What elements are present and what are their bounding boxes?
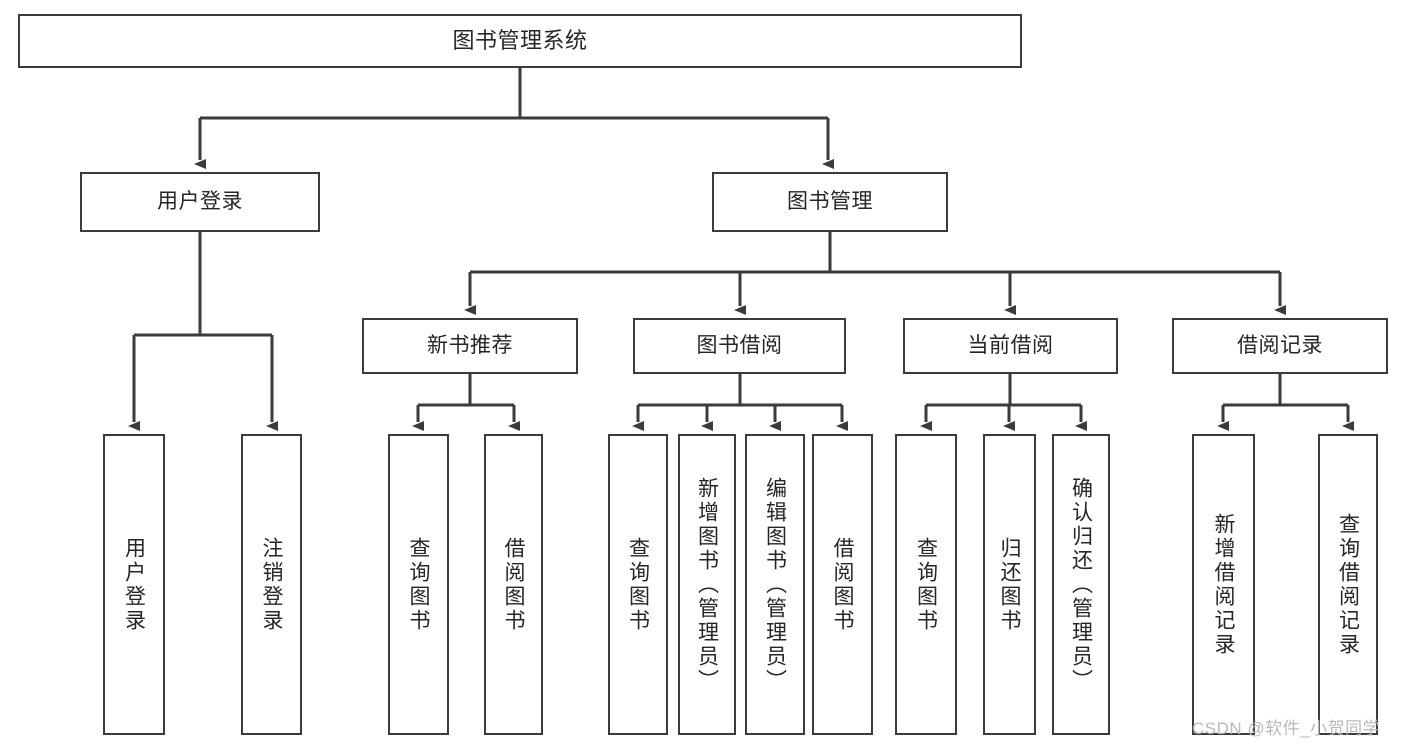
node-borrow-records-label: 借阅记录	[1237, 333, 1323, 357]
leaf-query-borrow-record[interactable]: 查询借阅记录	[1318, 434, 1378, 735]
leaf-add-book-admin[interactable]: 新增图书（管理员）	[678, 434, 736, 735]
node-current-borrow[interactable]: 当前借阅	[903, 318, 1118, 374]
leaf-query-borrow-record-label: 查询借阅记录	[1336, 512, 1360, 657]
leaf-borrow-book-newbook[interactable]: 借阅图书	[484, 434, 543, 735]
leaf-add-borrow-record[interactable]: 新增借阅记录	[1192, 434, 1255, 735]
node-user-login[interactable]: 用户登录	[80, 172, 320, 232]
leaf-confirm-return-admin-label: 确认归还（管理员）	[1069, 476, 1093, 693]
leaf-borrow-book-label: 借阅图书	[831, 536, 854, 633]
leaf-add-borrow-record-label: 新增借阅记录	[1212, 512, 1235, 657]
leaf-user-login[interactable]: 用户登录	[103, 434, 165, 735]
node-book-management[interactable]: 图书管理	[712, 172, 948, 232]
node-book-borrow-label: 图书借阅	[696, 333, 783, 357]
node-borrow-records[interactable]: 借阅记录	[1172, 318, 1388, 374]
node-root[interactable]: 图书管理系统	[18, 14, 1022, 68]
leaf-confirm-return-admin[interactable]: 确认归还（管理员）	[1052, 434, 1110, 735]
leaf-borrow-book-newbook-label: 借阅图书	[502, 536, 525, 633]
node-root-label: 图书管理系统	[452, 28, 588, 54]
node-book-management-label: 图书管理	[787, 189, 873, 213]
watermark: CSDN @软件_小贺同学	[1192, 719, 1381, 738]
leaf-query-book-current[interactable]: 查询图书	[895, 434, 957, 735]
leaf-user-logout[interactable]: 注销登录	[241, 434, 302, 735]
leaf-edit-book-admin[interactable]: 编辑图书（管理员）	[745, 434, 805, 735]
leaf-query-book-newbook-label: 查询图书	[407, 536, 430, 633]
leaf-query-book-current-label: 查询图书	[914, 536, 938, 633]
leaf-user-logout-label: 注销登录	[260, 536, 283, 633]
leaf-edit-book-admin-label: 编辑图书（管理员）	[763, 476, 787, 693]
node-new-book-recommend[interactable]: 新书推荐	[362, 318, 578, 374]
leaf-query-book-newbook[interactable]: 查询图书	[388, 434, 449, 735]
leaf-add-book-admin-label: 新增图书（管理员）	[695, 476, 719, 693]
node-user-login-label: 用户登录	[157, 189, 243, 213]
node-new-book-recommend-label: 新书推荐	[427, 333, 513, 357]
leaf-user-login-label: 用户登录	[122, 536, 146, 633]
leaf-query-book-borrow[interactable]: 查询图书	[608, 434, 668, 735]
leaf-borrow-book[interactable]: 借阅图书	[812, 434, 873, 735]
node-book-borrow[interactable]: 图书借阅	[633, 318, 846, 374]
leaf-return-book[interactable]: 归还图书	[983, 434, 1036, 735]
node-current-borrow-label: 当前借阅	[967, 333, 1054, 357]
leaf-query-book-borrow-label: 查询图书	[626, 536, 650, 633]
leaf-return-book-label: 归还图书	[998, 536, 1021, 633]
